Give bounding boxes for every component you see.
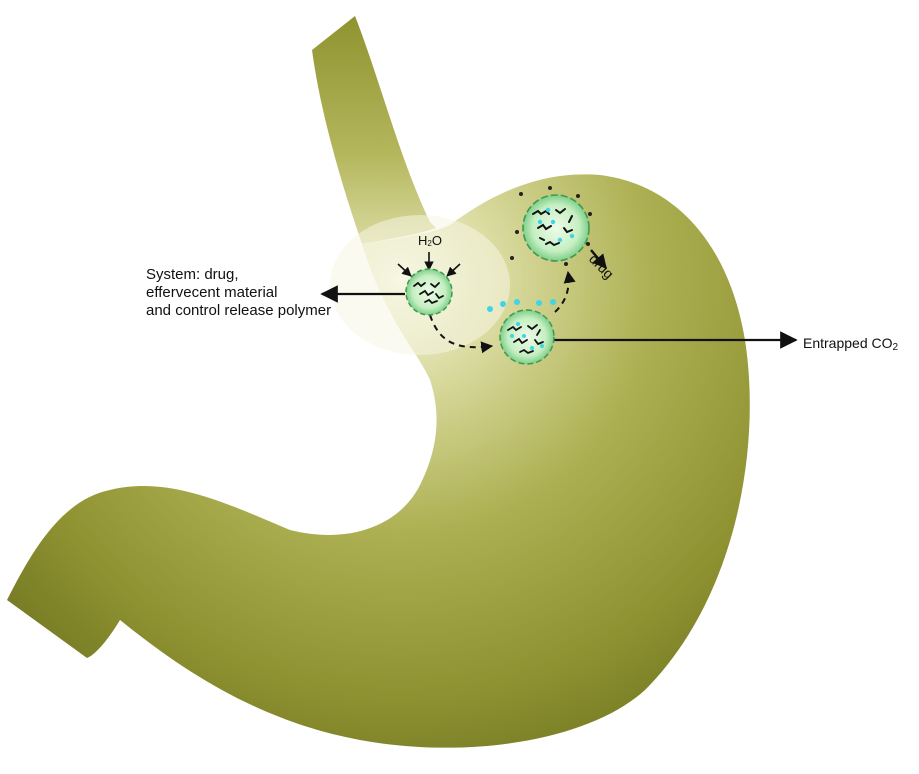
entrapped-co2-label: Entrapped CO2 <box>803 334 898 357</box>
entrapped-co2-text: Entrapped CO <box>803 335 893 351</box>
esophagus <box>312 16 436 244</box>
entrapped-co2-subscript: 2 <box>893 342 899 353</box>
co2-bubble <box>500 310 554 364</box>
system-label-line2: effervecent material <box>146 284 331 302</box>
water-label-o: O <box>432 233 442 248</box>
system-label-line3: and control release polymer <box>146 302 331 320</box>
water-label-h: H <box>418 233 427 248</box>
system-label-line1: System: drug, <box>146 266 331 284</box>
water-label: H2O <box>418 232 442 253</box>
system-label: System: drug, effervecent material and c… <box>146 266 331 320</box>
system-bubble <box>406 269 452 315</box>
